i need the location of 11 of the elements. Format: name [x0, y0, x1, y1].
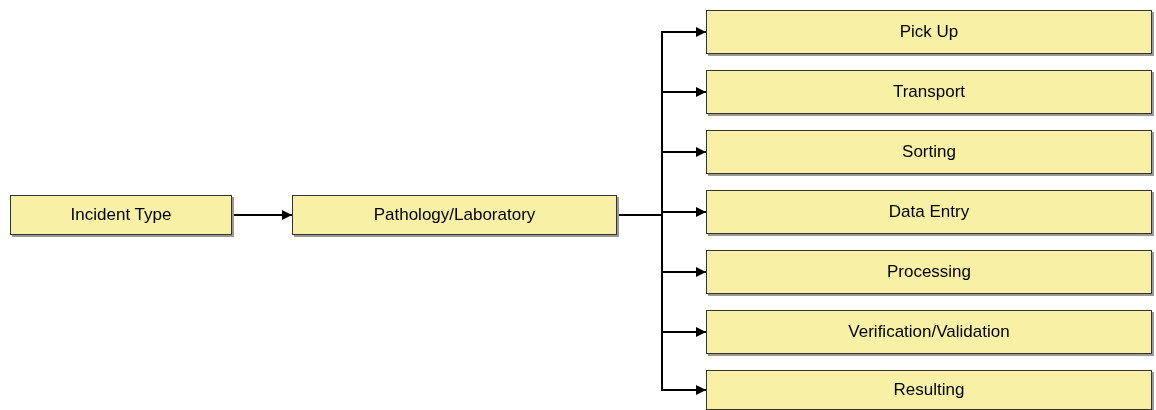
process-box: Processing: [706, 250, 1152, 294]
process-box: Sorting: [706, 130, 1152, 174]
process-box: Data Entry: [706, 190, 1152, 234]
process-box: Transport: [706, 70, 1152, 114]
process-box: Pathology/Laboratory: [292, 195, 617, 235]
process-box: Pick Up: [706, 10, 1152, 54]
process-box: Verification/Validation: [706, 310, 1152, 354]
arrow: [616, 214, 707, 395]
arrow: [231, 210, 293, 220]
process-box: Resulting: [706, 370, 1152, 410]
process-box: Incident Type: [10, 195, 232, 235]
